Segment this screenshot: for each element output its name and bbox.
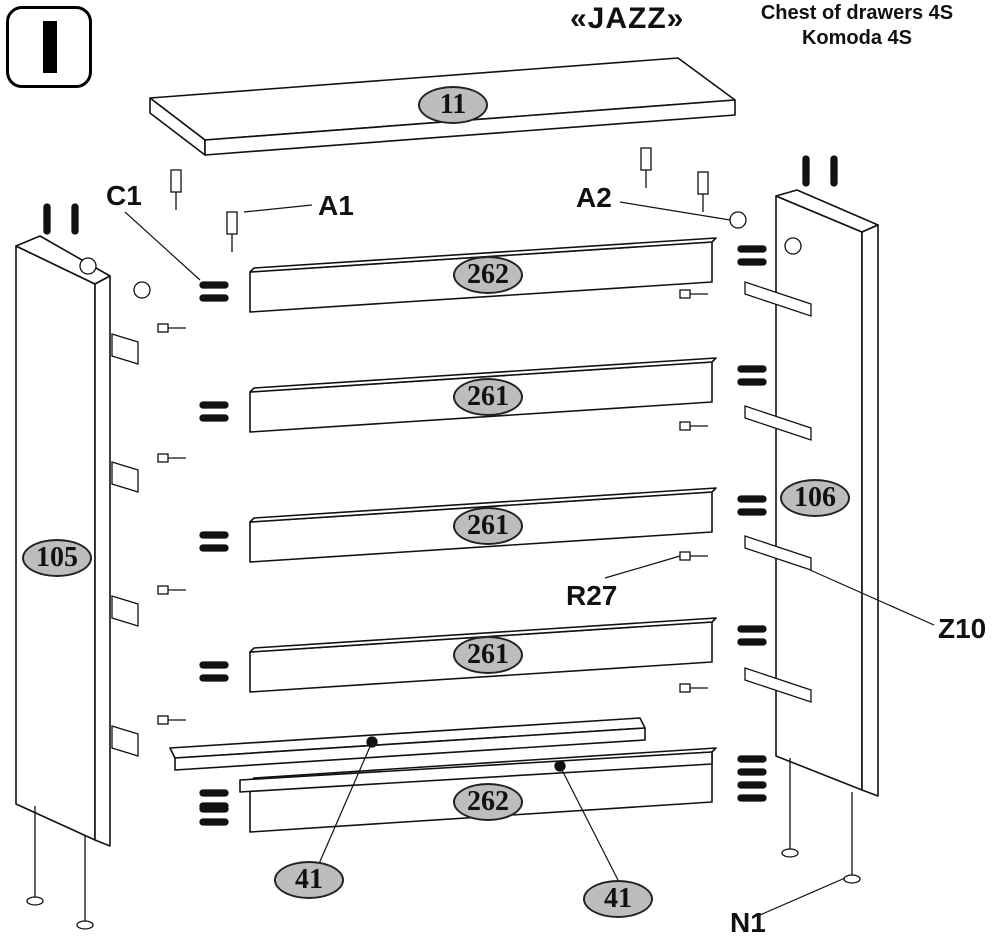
leg-left-rear-foot [26,896,44,906]
fitting-label-r27: R27 [566,580,618,611]
part-badge-back-bar-right: 41 [583,880,653,918]
fitting-label-a2: A2 [576,182,612,213]
dowel-left-0-1 [199,294,229,302]
dowel-right-0-0 [737,245,767,253]
back-bar-front [239,751,713,793]
cam-lock-0 [133,281,151,299]
screw-r27-1-head [157,453,169,463]
top-dowel-left-1 [71,203,79,235]
step-numeral-glyph [43,21,57,73]
dowel-right-extra-0 [737,781,767,789]
leader-z10 [809,569,935,626]
bolt-a1-body-1 [226,211,238,235]
dowel-left-3-1 [199,674,229,682]
brand-title: «JAZZ» [570,2,685,35]
fitting-label-n1: N1 [730,907,766,938]
product-name-pl: Komoda 4S [801,27,913,49]
dowel-left-1-0 [199,401,229,409]
dowel-left-1-1 [199,414,229,422]
cam-lock-1 [79,257,97,275]
leader-n1 [759,877,846,916]
part-badge-left-side: 105 [22,539,92,577]
rail-top-outline-top-edge [249,237,717,273]
fitting-label-z10: Z10 [938,613,987,644]
runner-z10-right-0 [744,281,812,317]
leg-right-front-foot [843,874,861,884]
runner-z10-right-1 [744,405,812,441]
screw-r27-7-head [679,683,691,693]
dowel-right-4-1 [737,768,767,776]
step-number-box [6,6,92,88]
top-dowel-right-1 [830,155,838,187]
product-name-en: Chest of drawers 4S [760,2,954,24]
back-bar-rear-front [174,727,646,771]
leg-left-front-foot [76,920,94,930]
part-badge-rail-2: 261 [453,378,523,416]
screw-r27-2-head [157,585,169,595]
part-badge-top-panel: 11 [418,86,488,124]
dowel-left-2-1 [199,544,229,552]
left-side-panel-edge [94,275,111,847]
leg-right-rear-foot [781,848,799,858]
dowel-left-3-0 [199,661,229,669]
part-badge-rail-bottom: 262 [453,783,523,821]
screw-r27-0-head [157,323,169,333]
screw-r27-3-head [157,715,169,725]
rail-2-outline-top-edge [249,357,717,393]
screw-r27-5-head [679,421,691,431]
part-badge-rail-3: 261 [453,507,523,545]
rail-3-outline-top-edge [249,487,717,523]
runner-z10-right-3 [744,667,812,703]
runner-z10-left-2 [111,595,139,627]
dowel-left-4-0 [199,789,229,797]
runner-z10-left-0 [111,333,139,365]
dowel-right-extra-1 [737,794,767,802]
dowel-right-1-0 [737,365,767,373]
dowel-right-2-1 [737,508,767,516]
runner-z10-left-1 [111,461,139,493]
leader-a1 [243,204,313,213]
part-badge-rail-top: 262 [453,256,523,294]
top-dowel-right-0 [802,155,810,187]
bolt-a1-body-0 [170,169,182,193]
bolt-a1-body-3 [697,171,709,195]
dowel-right-3-1 [737,638,767,646]
dowel-left-extra-0 [199,805,229,813]
top-dowel-left-0 [43,203,51,235]
leader-r27 [604,555,681,579]
dowel-left-extra-1 [199,818,229,826]
leader-back-bar-right [559,765,621,885]
leader-a2 [619,201,731,221]
screw-r27-6-head [679,551,691,561]
fitting-label-c1: C1 [106,180,142,211]
leader-back-bar-left [317,741,373,867]
screw-r27-4-head [679,289,691,299]
bolt-a1-body-2 [640,147,652,171]
dowel-right-2-0 [737,495,767,503]
part-badge-rail-4: 261 [453,636,523,674]
right-side-panel-edge [861,224,879,797]
dowel-right-4-0 [737,755,767,763]
dowel-left-0-0 [199,281,229,289]
dowel-right-3-0 [737,625,767,633]
runner-z10-left-3 [111,725,139,757]
dowel-right-1-1 [737,378,767,386]
top-panel-front-edge [204,99,736,156]
cam-lock-2 [729,211,747,229]
fitting-label-a1: A1 [318,190,354,221]
part-badge-right-side: 106 [780,479,850,517]
dowel-right-0-1 [737,258,767,266]
rail-4-outline-top-edge [249,617,717,653]
dowel-left-2-0 [199,531,229,539]
cam-lock-3 [784,237,802,255]
part-badge-back-bar-left: 41 [274,861,344,899]
leader-c1 [124,211,201,281]
